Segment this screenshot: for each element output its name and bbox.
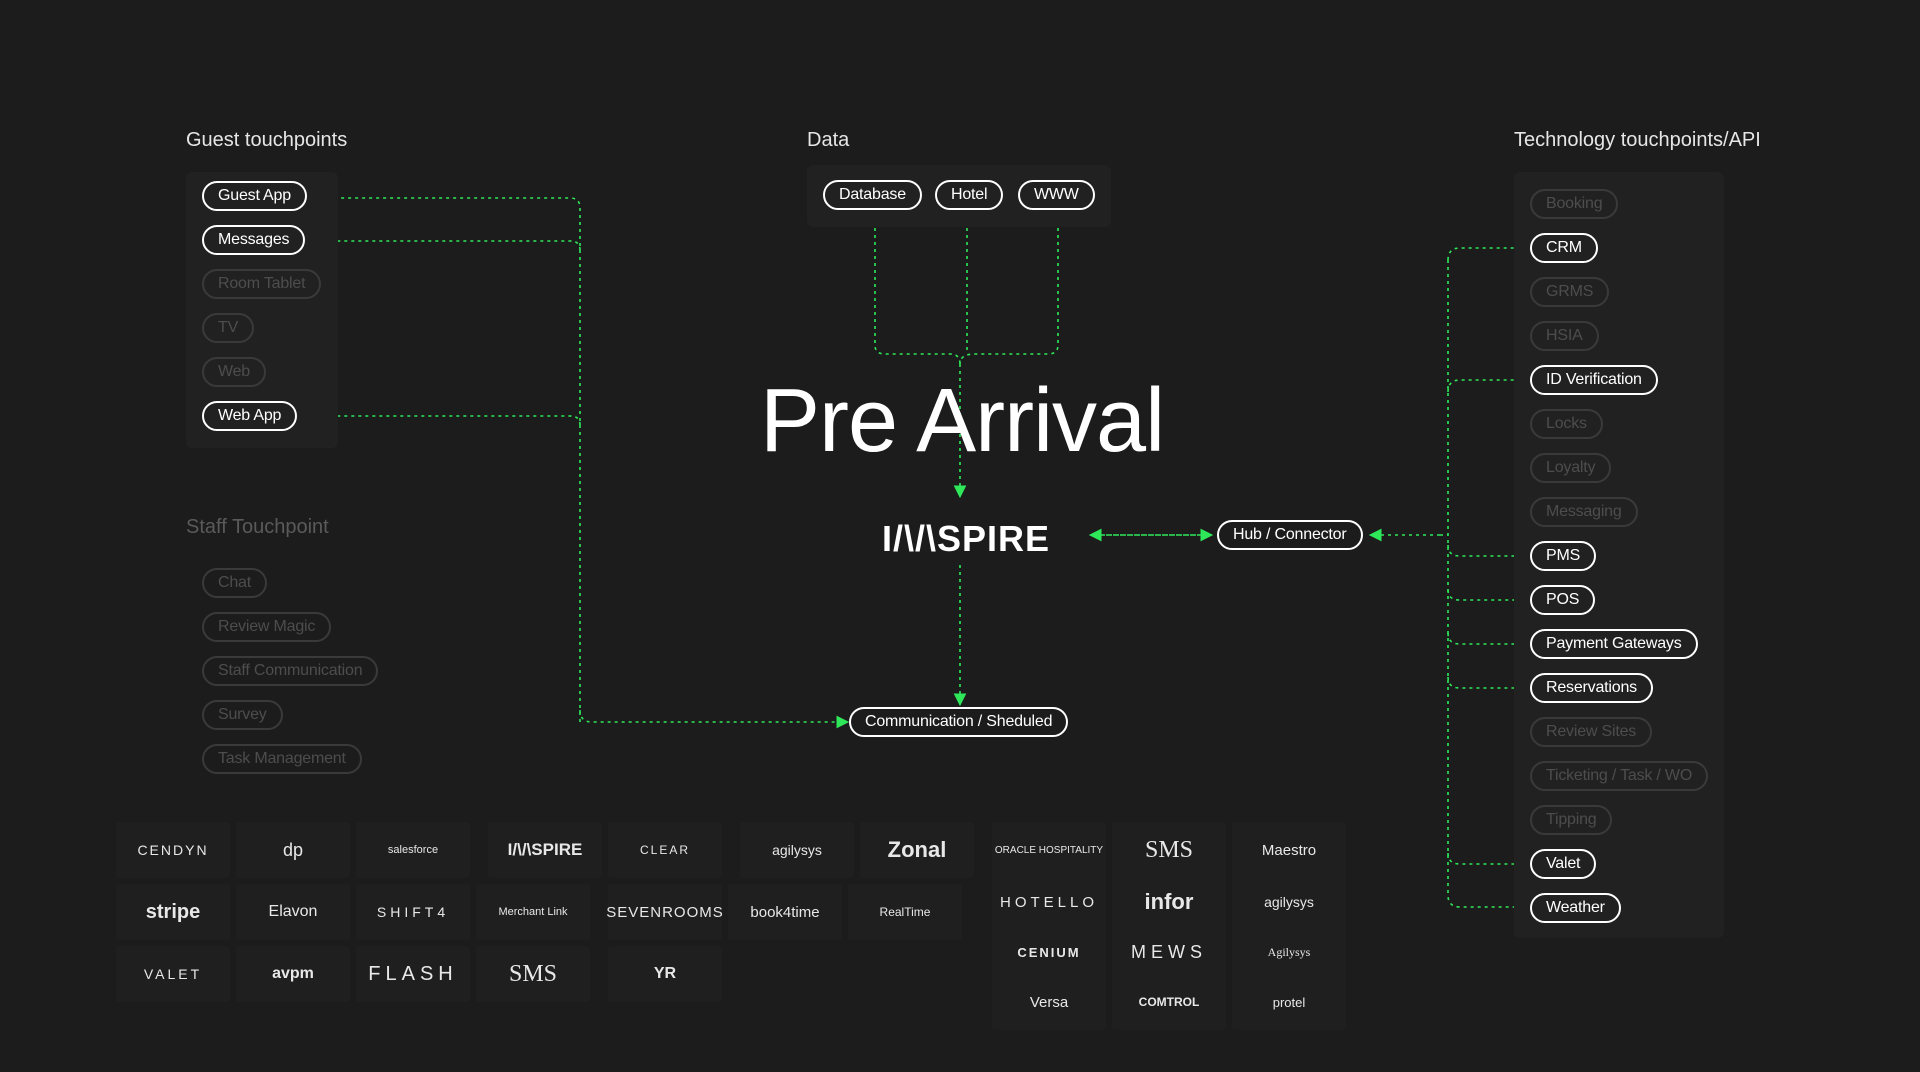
guest-app-pill[interactable]: Guest App	[202, 181, 307, 211]
staff-communication-pill[interactable]: Staff Communication	[202, 656, 379, 686]
logo-inspire: I/\/\SPIRE	[488, 822, 602, 878]
loyalty-pill[interactable]: Loyalty	[1530, 453, 1612, 483]
logo-mews: MEWS	[1112, 924, 1226, 980]
logo-book4time: book4time	[728, 884, 842, 940]
logo-elavon: Elavon	[236, 884, 350, 940]
hsia-pill[interactable]: HSIA	[1530, 321, 1599, 351]
logo-infor: infor	[1112, 874, 1226, 930]
logo-dp: dp	[236, 822, 350, 878]
payment-gateways-pill[interactable]: Payment Gateways	[1530, 629, 1698, 659]
messaging-pill[interactable]: Messaging	[1530, 497, 1638, 527]
logo-sevenrooms: SEVENROOMS	[606, 884, 723, 940]
technology-panel	[1514, 172, 1724, 938]
weather-pill[interactable]: Weather	[1530, 893, 1621, 923]
logo-stripe: stripe	[116, 884, 230, 940]
logo-hotello: HOTELLO	[992, 874, 1106, 930]
web-app-pill[interactable]: Web App	[202, 401, 298, 431]
logo-agilysys-3: Agilysys	[1232, 924, 1346, 980]
logo-clear: CLEAR	[608, 822, 722, 878]
logo-maestro: Maestro	[1232, 822, 1346, 878]
id-verification-pill[interactable]: ID Verification	[1530, 365, 1658, 395]
tipping-pill[interactable]: Tipping	[1530, 805, 1613, 835]
logo-zonal: Zonal	[860, 822, 974, 878]
data-heading: Data	[807, 129, 850, 151]
crm-pill[interactable]: CRM	[1530, 233, 1598, 263]
valet-pill[interactable]: Valet	[1530, 849, 1597, 879]
logo-cendyn: CENDYN	[116, 822, 230, 878]
logo-sms: SMS	[476, 946, 590, 1002]
logo-oracle-hospitality: ORACLE HOSPITALITY	[992, 822, 1106, 878]
logo-versa: Versa	[992, 974, 1106, 1030]
page-title: Pre Arrival	[760, 371, 1165, 471]
database-pill[interactable]: Database	[823, 180, 922, 210]
logo-sms-2: SMS	[1112, 822, 1226, 878]
survey-pill[interactable]: Survey	[202, 700, 283, 730]
tv-pill[interactable]: TV	[202, 313, 255, 343]
chat-pill[interactable]: Chat	[202, 568, 267, 598]
grms-pill[interactable]: GRMS	[1530, 277, 1610, 307]
reservations-pill[interactable]: Reservations	[1530, 673, 1653, 703]
logo-merchant-link: Merchant Link	[476, 884, 590, 940]
logo-agilysys: agilysys	[740, 822, 854, 878]
logo-salesforce: salesforce	[356, 822, 470, 878]
messages-pill[interactable]: Messages	[202, 225, 306, 255]
logo-yr: YR	[608, 946, 722, 1002]
ticketing-pill[interactable]: Ticketing / Task / WO	[1530, 761, 1709, 791]
room-tablet-pill[interactable]: Room Tablet	[202, 269, 322, 299]
logo-realtime: RealTime	[848, 884, 962, 940]
communication-scheduled-pill[interactable]: Communication / Sheduled	[849, 707, 1069, 737]
technology-touchpoints-heading: Technology touchpoints/API	[1514, 129, 1761, 151]
logo-cenium: CENIUM	[992, 924, 1106, 980]
logo-comtrol: COMTROL	[1112, 974, 1226, 1030]
logo-avpm: avpm	[236, 946, 350, 1002]
guest-touchpoints-heading: Guest touchpoints	[186, 129, 348, 151]
task-management-pill[interactable]: Task Management	[202, 744, 362, 774]
inspire-logo: I/\/\SPIRE	[882, 518, 1051, 559]
hotel-pill[interactable]: Hotel	[935, 180, 1004, 210]
logo-agilysys-2: agilysys	[1232, 874, 1346, 930]
review-magic-pill[interactable]: Review Magic	[202, 612, 332, 642]
logo-valet: VALET	[116, 946, 230, 1002]
pos-pill[interactable]: POS	[1530, 585, 1596, 615]
logo-flash: FLASH	[356, 946, 470, 1002]
locks-pill[interactable]: Locks	[1530, 409, 1603, 439]
data-panel	[807, 165, 1111, 227]
hub-connector-pill[interactable]: Hub / Connector	[1217, 520, 1363, 550]
web-pill[interactable]: Web	[202, 357, 267, 387]
booking-pill[interactable]: Booking	[1530, 189, 1619, 219]
review-sites-pill[interactable]: Review Sites	[1530, 717, 1653, 747]
logo-shift4: SHIFT4	[356, 884, 470, 940]
pms-pill[interactable]: PMS	[1530, 541, 1597, 571]
logo-protel: protel	[1232, 974, 1346, 1030]
staff-touchpoint-heading: Staff Touchpoint	[186, 516, 329, 538]
www-pill[interactable]: WWW	[1018, 180, 1095, 210]
